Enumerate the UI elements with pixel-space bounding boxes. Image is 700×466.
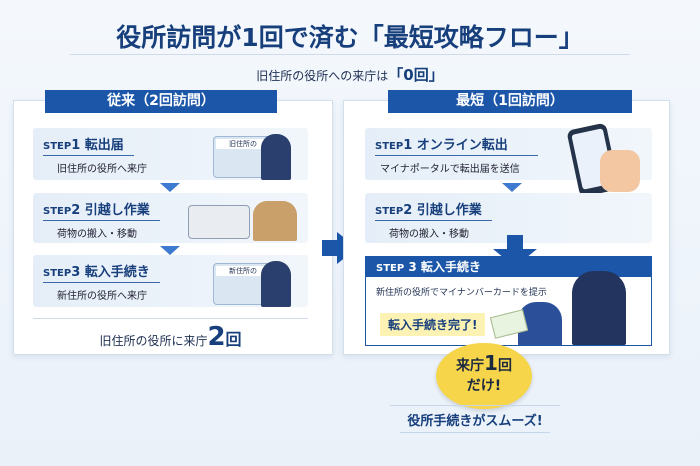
step-title: STEP1 転出届 [43,134,134,156]
step-desc: 旧住所の役所へ来庁 [57,164,147,175]
step-title: STEP2 引越し作業 [375,199,492,221]
step-desc: マイナポータルで転出届を送信 [380,164,520,175]
down-arrow-icon [160,246,180,255]
step-title: STEP 3 転入手続き [366,257,651,277]
left-step-3: STEP3 転入手続き 新住所の役所へ来庁 新住所の [33,255,308,307]
speech-bubble: 来庁1回 だけ! [436,343,532,409]
resident-person-icon [572,271,626,345]
step-title: STEP2 引越し作業 [43,199,160,221]
step-desc: 荷物の搬入・移動 [57,229,137,240]
right-arrow-icon [322,240,338,256]
page-title: 役所訪問が1回で済む「最短攻略フロー」 [116,23,584,52]
divider [70,54,630,55]
completion-badge: 転入手続き完了! [380,313,486,336]
movers-icon [253,201,297,241]
step-desc: 新住所の役所へ来庁 [57,291,147,302]
step-title: STEP1 オンライン転出 [375,134,538,156]
smooth-message: 役所手続きがスムーズ! [407,414,543,429]
down-arrow-icon [160,183,180,192]
divider [400,432,550,433]
traditional-header: 従来（2回訪問） [45,90,277,113]
hand-icon [600,150,640,192]
visit-count: 旧住所の役所に来庁2回 [99,322,242,352]
down-arrow-icon [507,235,523,249]
left-step-1: STEP1 転出届 旧住所の役所へ来庁 旧住所の [33,128,308,180]
divider [390,405,560,406]
staff-person-icon [261,261,291,307]
step-desc: 荷物の搬入・移動 [389,229,469,240]
subtitle: 旧住所の役所への来庁は「0回」 [0,64,700,85]
left-step-2: STEP2 引越し作業 荷物の搬入・移動 [33,193,308,243]
subtitle-count: 「0回」 [388,66,444,84]
step-title: STEP3 転入手続き [43,261,160,283]
staff-person-icon [261,134,291,180]
divider [33,318,308,319]
moving-truck-icon [188,205,250,239]
down-arrow-icon [502,183,522,192]
shortest-header: 最短（1回訪問） [388,90,632,113]
subtitle-text: 旧住所の役所への来庁は [256,69,389,83]
right-step-3: STEP 3 転入手続き 新住所の役所でマイナンバーカードを提示 転入手続き完了… [365,256,652,346]
right-step-2: STEP2 引越し作業 荷物の搬入・移動 [365,193,652,243]
step-desc: 新住所の役所でマイナンバーカードを提示 [376,288,547,298]
